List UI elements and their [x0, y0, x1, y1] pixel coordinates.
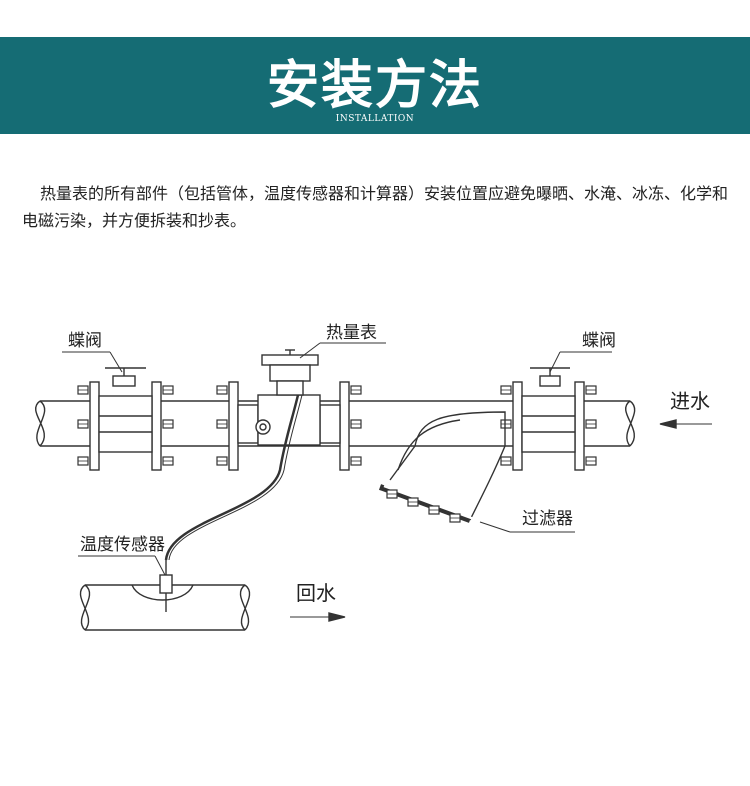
inlet-arrow [659, 419, 712, 429]
heat-meter-calculator [261, 349, 319, 396]
label-inlet: 进水 [670, 389, 710, 413]
heat-meter-body [216, 381, 362, 471]
temperature-sensor [159, 394, 303, 612]
page-subtitle: INSTALLATION [335, 114, 415, 124]
header-banner: 安装方法 INSTALLATION [0, 37, 750, 134]
label-heat-meter: 热量表 [326, 323, 377, 343]
page-title: 安装方法 [266, 56, 483, 116]
label-left-butterfly-valve: 蝶阀 [68, 331, 102, 351]
label-filter: 过滤器 [522, 509, 573, 529]
left-butterfly-valve [77, 367, 174, 471]
installation-description: 热量表的所有部件（包括管体，温度传感器和计算器）安装位置应避免曝晒、水淹、冰冻、… [22, 184, 729, 230]
y-filter [378, 411, 506, 523]
label-return: 回水 [296, 581, 336, 605]
label-right-butterfly-valve: 蝶阀 [582, 331, 616, 351]
return-arrow [290, 612, 346, 622]
right-butterfly-valve [500, 367, 597, 471]
label-temperature-sensor: 温度传感器 [80, 535, 165, 555]
